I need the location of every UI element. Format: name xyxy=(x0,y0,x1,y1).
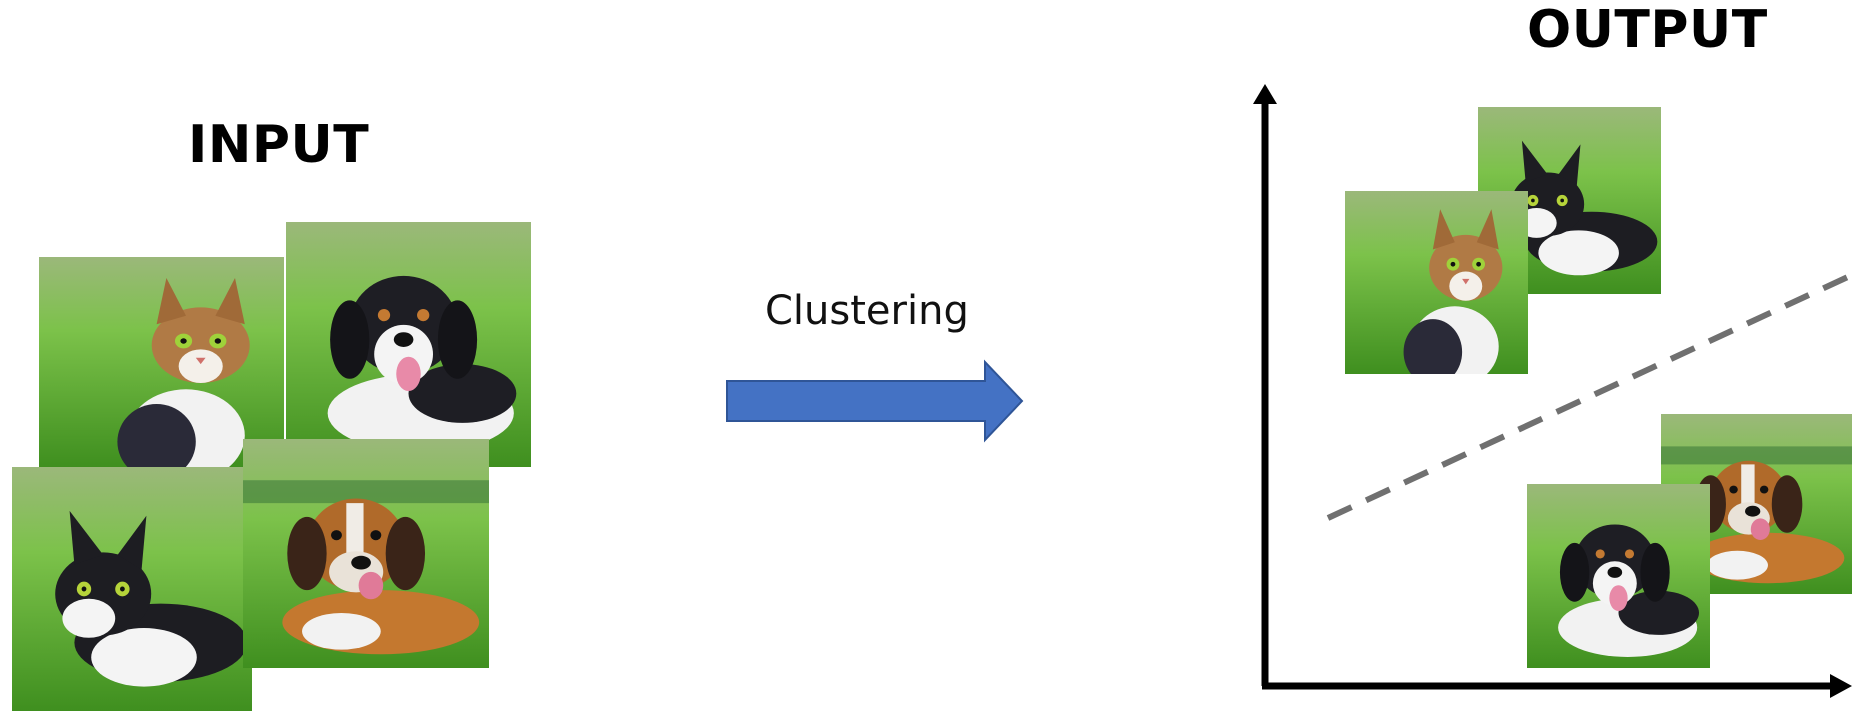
dog-tricolor-illustration xyxy=(286,222,531,467)
cat-tabby-illustration xyxy=(39,257,284,467)
dog-brown-illustration xyxy=(243,439,489,668)
input-photo-brown-dog xyxy=(243,439,489,668)
output-photo-tabby-cat xyxy=(1345,191,1528,374)
clustering-label: Clustering xyxy=(765,288,969,334)
input-photo-tricolor-dog xyxy=(286,222,531,467)
dog-tricolor-illustration xyxy=(1527,484,1710,668)
cluster-divider xyxy=(1326,272,1852,521)
x-axis-arrowhead xyxy=(1830,674,1852,698)
cat-tabby-illustration xyxy=(1345,191,1528,374)
output-photo-tricolor-dog xyxy=(1527,484,1710,668)
input-title: INPUT xyxy=(188,115,370,175)
clustering-arrow xyxy=(726,359,1024,443)
input-photo-tabby-cat xyxy=(39,257,284,467)
cat-tuxedo-illustration xyxy=(12,467,252,711)
y-axis-arrowhead xyxy=(1253,84,1277,104)
input-photo-tuxedo-cat xyxy=(12,467,252,711)
output-title: OUTPUT xyxy=(1527,0,1768,60)
